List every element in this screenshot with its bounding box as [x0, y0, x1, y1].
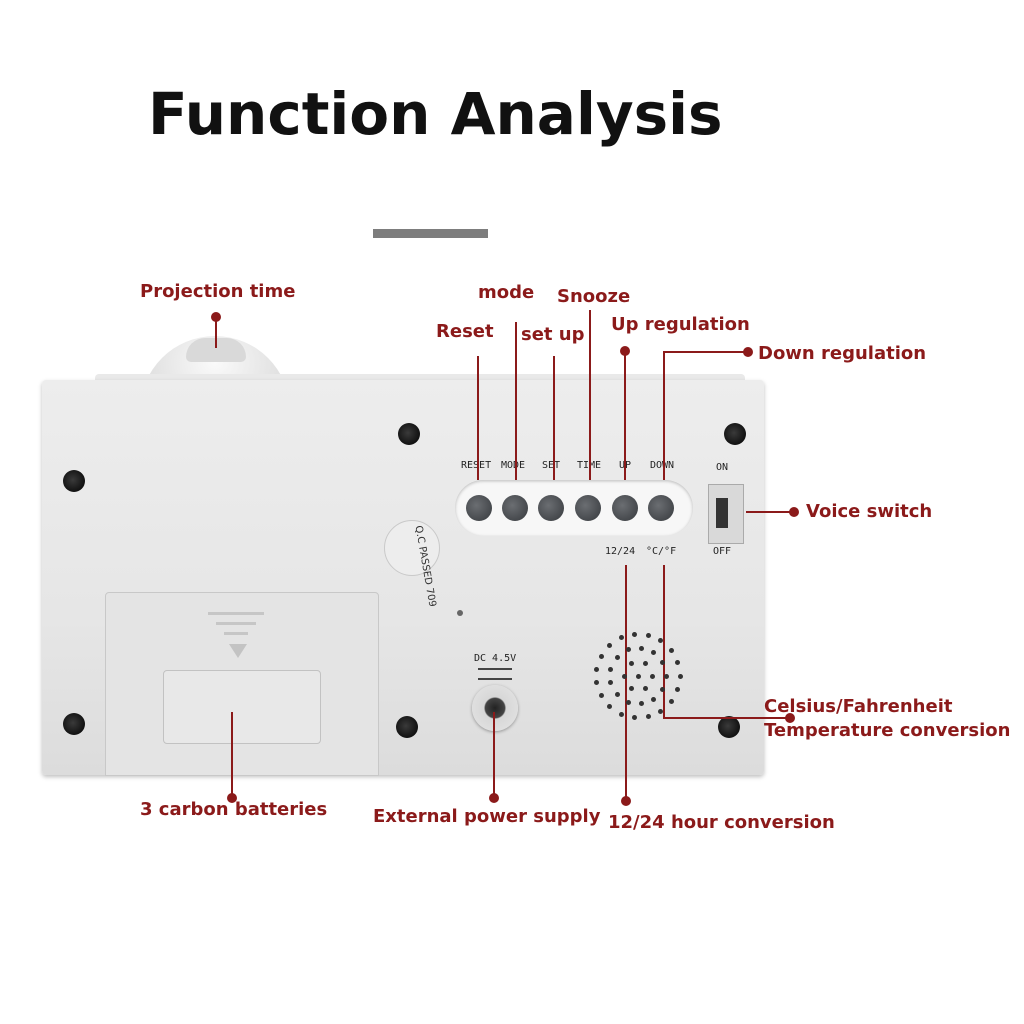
callout-dot [489, 793, 499, 803]
speaker-hole [642, 661, 648, 667]
speaker-hole [658, 638, 664, 644]
speaker-hole [618, 635, 624, 641]
speaker-hole [645, 632, 651, 638]
label-temperature-unit: °C/°F [646, 546, 677, 557]
speaker-hole [628, 661, 634, 667]
speaker-hole [594, 680, 600, 686]
speaker-hole [638, 645, 644, 651]
button-label-mode: MODE [501, 460, 526, 471]
speaker-hole [668, 647, 674, 653]
callout-dot [743, 347, 753, 357]
title-divider [373, 229, 488, 238]
callout-down-regulation: Down regulation [758, 343, 927, 364]
page-title: Function Analysis [148, 80, 723, 148]
callout-dot [227, 793, 237, 803]
screw-hole [63, 470, 85, 492]
callout-temperature-conversion: Temperature conversion [764, 720, 1011, 741]
speaker-hole [618, 711, 624, 717]
callout-up-regulation: Up regulation [611, 314, 750, 335]
speaker-hole [675, 687, 681, 693]
callout-celsius-fahrenheit: Celsius/Fahrenheit [764, 696, 953, 717]
callout-set-up: set up [521, 324, 585, 345]
battery-door-grip [216, 622, 256, 625]
speaker-hole [663, 673, 669, 679]
screw-hole [724, 423, 746, 445]
callout-external-power: External power supply [373, 806, 601, 827]
indicator-hole [457, 610, 463, 616]
speaker-hole [651, 696, 657, 702]
speaker-hole [645, 714, 651, 720]
speaker-hole [598, 693, 604, 699]
button-label-reset: RESET [461, 460, 492, 471]
voice-switch[interactable] [716, 498, 728, 528]
callout-dot [620, 346, 630, 356]
switch-label-on: ON [716, 462, 729, 473]
callout-hour-conversion: 12/24 hour conversion [608, 812, 835, 833]
callout-dot [621, 796, 631, 806]
speaker-hole [625, 699, 631, 705]
speaker-hole [658, 708, 664, 714]
speaker-hole [638, 701, 644, 707]
callout-dot [789, 507, 799, 517]
mode-button[interactable] [502, 495, 528, 521]
speaker-hole [642, 685, 648, 691]
speaker-hole [607, 642, 613, 648]
button-label-set: SET [542, 460, 561, 471]
callout-mode: mode [478, 282, 535, 303]
speaker-hole [608, 680, 614, 686]
speaker-hole [635, 673, 641, 679]
speaker-hole [677, 673, 683, 679]
callout-batteries: 3 carbon batteries [140, 799, 328, 820]
callout-projection-time: Projection time [140, 281, 296, 302]
speaker-hole [608, 666, 614, 672]
speaker-hole [598, 653, 604, 659]
speaker-hole [621, 673, 627, 679]
screw-hole [718, 716, 740, 738]
battery-door-arrow [229, 644, 247, 658]
battery-door-window [163, 670, 321, 744]
speaker-hole [628, 685, 634, 691]
speaker-hole [651, 650, 657, 656]
callout-dot [211, 312, 221, 322]
speaker-hole [675, 659, 681, 665]
button-label-down: DOWN [650, 460, 675, 471]
dc-input-label: DC 4.5V [474, 653, 517, 664]
callout-reset: Reset [436, 321, 494, 342]
down-button[interactable] [648, 495, 674, 521]
speaker-hole [614, 654, 620, 660]
callout-dot [785, 713, 795, 723]
time-button[interactable] [575, 495, 601, 521]
speaker-hole [660, 686, 666, 692]
switch-label-off: OFF [713, 546, 732, 557]
speaker-hole [668, 699, 674, 705]
battery-door-grip [208, 612, 264, 615]
polarity-icon [478, 668, 512, 680]
callout-voice-switch: Voice switch [806, 501, 933, 522]
speaker-hole [594, 666, 600, 672]
label-12-24: 12/24 [605, 546, 636, 557]
speaker-hole [625, 647, 631, 653]
screw-hole [398, 423, 420, 445]
callout-snooze: Snooze [557, 286, 631, 307]
screw-hole [396, 716, 418, 738]
speaker-hole [632, 631, 638, 637]
screw-hole [63, 713, 85, 735]
reset-button[interactable] [466, 495, 492, 521]
speaker-hole [649, 673, 655, 679]
set-button[interactable] [538, 495, 564, 521]
speaker-hole [614, 692, 620, 698]
speaker-hole [632, 715, 638, 721]
speaker-hole [607, 704, 613, 710]
up-button[interactable] [612, 495, 638, 521]
speaker-hole [660, 660, 666, 666]
qc-sticker [384, 520, 440, 576]
battery-door-grip [224, 632, 248, 635]
